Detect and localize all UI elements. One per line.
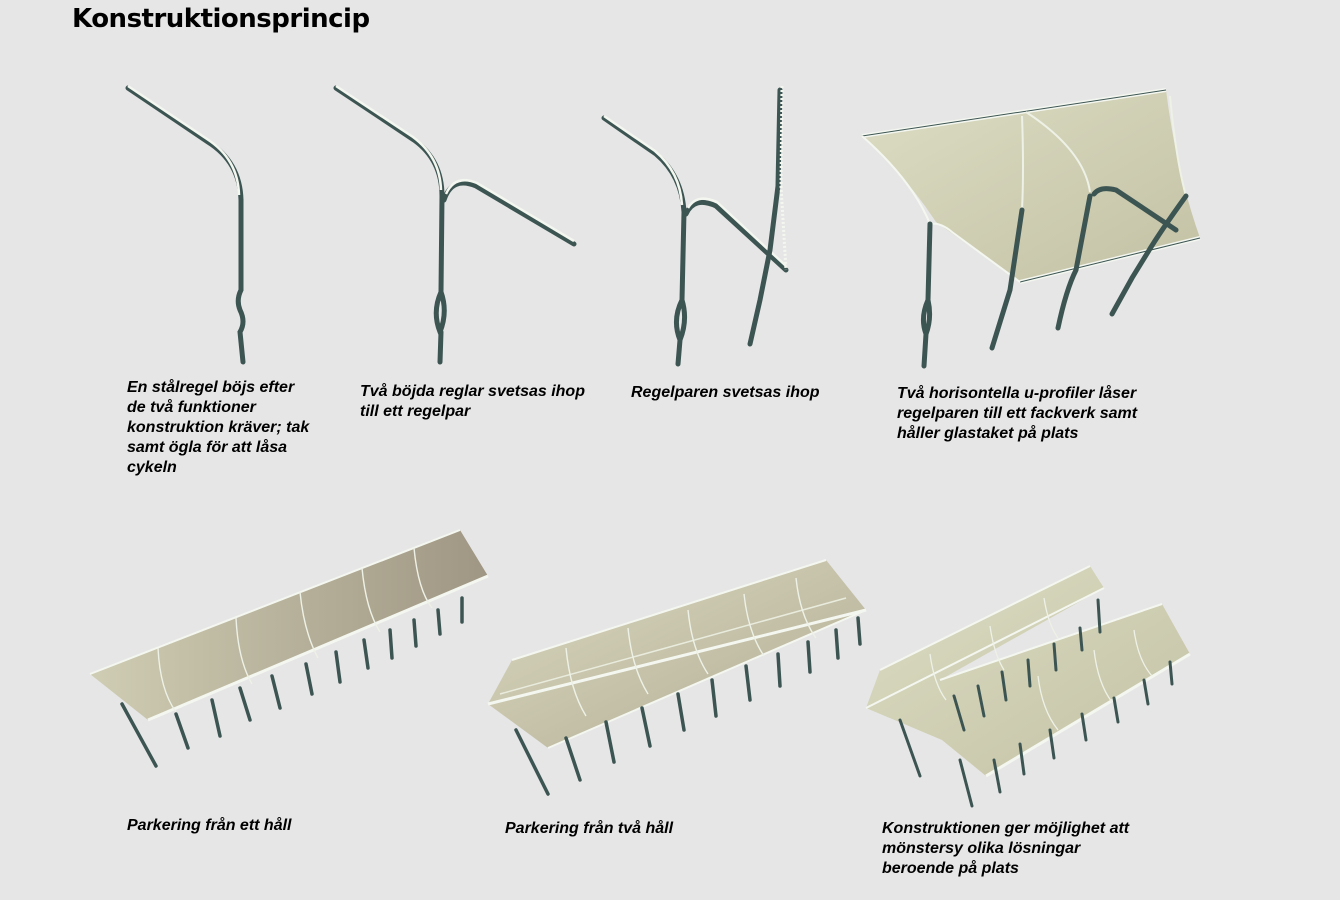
layout3-caption: Konstruktionen ger möjlighet att mönster… <box>882 820 1130 877</box>
layout2-caption: Parkering från två håll <box>505 820 674 837</box>
step2-rod-pair <box>333 84 577 365</box>
step2-caption: Två böjda reglar svetsas ihop till ett r… <box>360 383 585 420</box>
step4-glass-roof-frame <box>861 88 1201 369</box>
layout1-parking-one-side <box>89 529 489 768</box>
step3-welded-pairs <box>601 85 789 367</box>
layout3-pattern-variations <box>865 565 1191 808</box>
layout1-caption: Parkering från ett håll <box>127 817 292 834</box>
step1-caption: En stålregel böjs efter de två funktione… <box>127 379 310 476</box>
step1-steel-rod <box>125 84 246 365</box>
step3-caption: Regelparen svetsas ihop <box>631 384 820 401</box>
step4-caption: Två horisontella u-profiler låser regelp… <box>897 385 1138 442</box>
layout2-parking-two-sides <box>487 559 867 796</box>
page-title: Konstruktionsprincip <box>72 4 370 34</box>
